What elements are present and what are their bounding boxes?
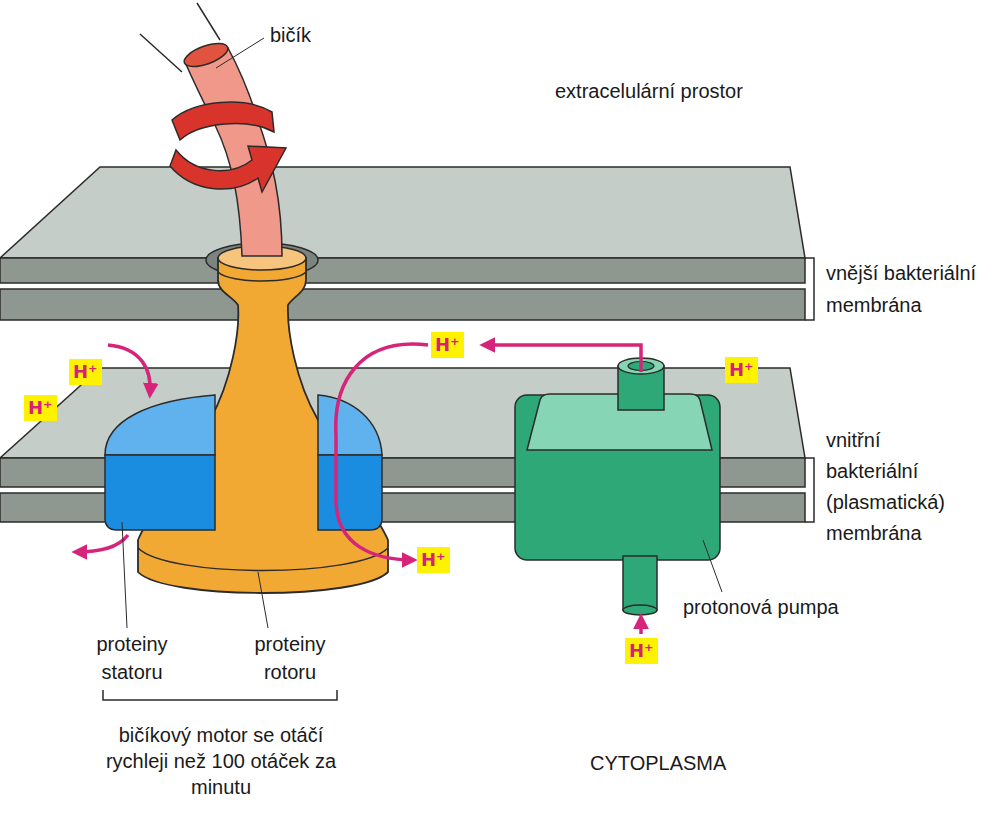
stator-top bbox=[318, 395, 382, 455]
flagellum-outline bbox=[197, 3, 220, 40]
membrane-label: vnitřní bakteriální (plasmatická) membrá… bbox=[826, 425, 958, 549]
outer-membrane-top bbox=[0, 167, 805, 258]
proton-arrow bbox=[76, 535, 128, 552]
outer-membrane-layer bbox=[0, 289, 805, 320]
pump-channel bbox=[623, 556, 657, 610]
rotor-collar-rim bbox=[218, 272, 306, 281]
proton-box: H⁺ bbox=[725, 357, 758, 383]
proton-flow-arrow bbox=[336, 344, 428, 560]
proton-box: H⁺ bbox=[431, 332, 464, 358]
outer-membrane-layer bbox=[0, 258, 805, 283]
part-label: proteiny statoru bbox=[82, 630, 182, 686]
leader-line bbox=[258, 572, 268, 628]
proton-box: H⁺ bbox=[69, 359, 102, 385]
rotation-arrow bbox=[172, 102, 274, 140]
region-label: CYTOPLASMA bbox=[590, 750, 726, 777]
flagellum-label: bičík bbox=[270, 22, 311, 49]
pump-channel-bottom bbox=[623, 605, 657, 615]
proton-symbol: H⁺ bbox=[73, 361, 98, 382]
proton-symbol: H⁺ bbox=[435, 334, 460, 355]
inner-membrane-top bbox=[0, 368, 805, 458]
proton-symbol: H⁺ bbox=[729, 359, 754, 380]
stator-proteins bbox=[318, 455, 382, 530]
stator-proteins bbox=[105, 455, 215, 530]
flagellum-outline bbox=[140, 34, 182, 72]
proton-pump bbox=[515, 395, 720, 560]
proton-box: H⁺ bbox=[625, 638, 658, 664]
proton-symbol: H⁺ bbox=[629, 640, 654, 661]
flagellum-end bbox=[181, 39, 230, 72]
rotation-arrow bbox=[170, 146, 286, 192]
proton-symbol: H⁺ bbox=[28, 397, 53, 418]
proton-box: H⁺ bbox=[417, 547, 450, 573]
leader-line bbox=[703, 540, 722, 592]
proton-symbol: H⁺ bbox=[421, 549, 446, 570]
proton-box: H⁺ bbox=[24, 395, 57, 421]
leader-line bbox=[216, 38, 264, 68]
membrane-label: vnější bakteriální membrána bbox=[826, 257, 994, 321]
motor-bracket bbox=[103, 690, 337, 700]
stator-top bbox=[105, 395, 215, 455]
proton-arrow bbox=[484, 345, 641, 372]
region-label: extracelulární prostor bbox=[555, 78, 743, 105]
rotor-rim bbox=[138, 548, 388, 571]
membrane-bracket bbox=[805, 458, 814, 522]
motor-note: bičíkový motor se otáčí rychleji než 100… bbox=[96, 722, 346, 800]
proton-arrow bbox=[639, 618, 643, 634]
leader-line bbox=[122, 522, 127, 628]
membrane-bracket bbox=[805, 258, 814, 320]
part-label: protonová pumpa bbox=[683, 594, 839, 621]
part-label: proteiny rotoru bbox=[240, 630, 340, 686]
proton-arrow bbox=[108, 345, 150, 394]
